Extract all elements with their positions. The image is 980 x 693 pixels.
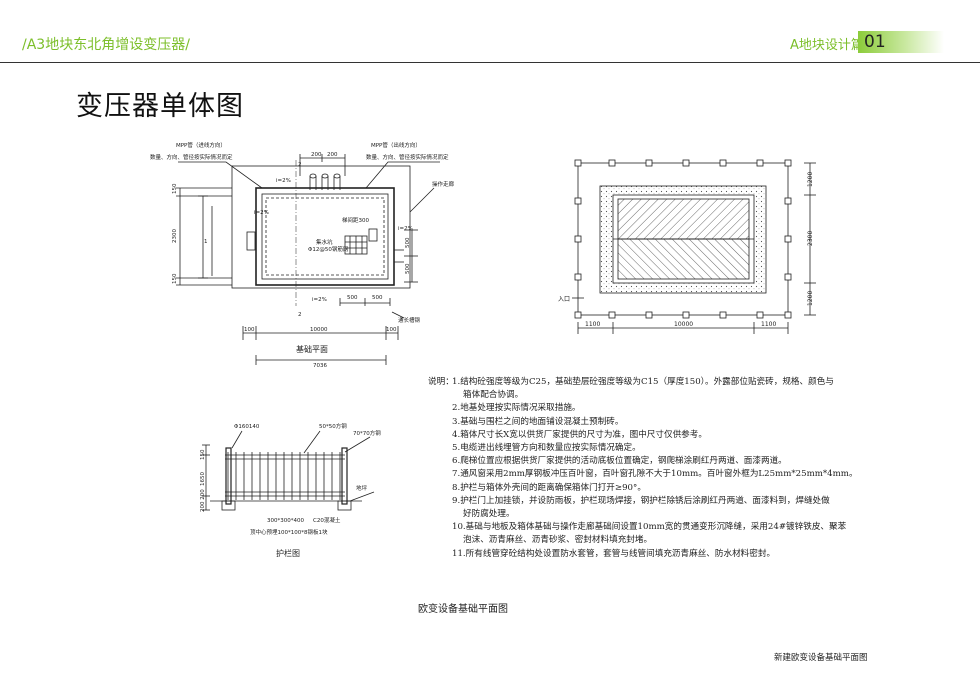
note-11: 11.所有线管穿砼结构处设置防水套管，套管与线管间填充沥青麻丝、防水材料密封。 [452, 548, 776, 559]
dim-100a: 100 [244, 327, 255, 333]
hatch-top [617, 198, 750, 240]
label-mpp-out: MPP管（出线方向） [371, 141, 421, 149]
label-mpp-in-note: 数量、方向、管径按实际情况而定 [150, 153, 233, 161]
side-inlet [246, 231, 256, 251]
note-2: 2.地基处理按实际情况采取措施。 [452, 403, 581, 414]
design-notes: 说明：1.结构砼强度等级为C25，基础垫层砼强度等级为C15（厚度150）。外露… [428, 376, 858, 561]
page-title: 变压器单体图 [76, 91, 244, 122]
dim-1100a: 1100 [585, 321, 600, 328]
box-pit [265, 197, 385, 276]
dim-200-200: 200 200 [200, 489, 206, 512]
note-10-cont: 泡沫、沥青麻丝、沥青砂浆、密封材料填充封堵。 [463, 535, 653, 546]
label-mesh: Φ12@50钢筋网 [308, 245, 349, 253]
label-1: 1 [204, 239, 208, 245]
label-entrance: 入口 [558, 296, 570, 303]
label-embed: 顶中心预埋100*100*8钢板1块 [250, 528, 328, 536]
dim-2-top: 2 [298, 162, 302, 168]
drawing-caption: 欧变设备基础平面图 [418, 604, 508, 615]
dim-500c: 500 [405, 237, 411, 248]
dim-2-bottom: 2 [298, 312, 302, 318]
dim-1650: 1650 [200, 472, 206, 486]
notes-lead: 说明： [428, 377, 454, 387]
dim-150: 150 [200, 449, 206, 460]
project-path: /A3地块东北角增设变压器/ [22, 37, 190, 53]
dim-200a: 200 [311, 152, 322, 158]
header-divider [0, 62, 980, 63]
dim-1200a: 1200 [807, 172, 814, 187]
slope-1: i=2% [276, 178, 291, 184]
page-number-badge: 01 [858, 31, 944, 53]
dim-10000-right: 10000 [674, 321, 693, 328]
dim-150b: 150 [172, 273, 178, 284]
label-70steel: 70*70方钢 [353, 429, 381, 437]
fence-posts [574, 159, 792, 319]
note-7: 7.通风窗采用2mm厚钢板冲压百叶窗，百叶窗孔隙不大于10mm。百叶窗外框为L2… [452, 469, 858, 480]
fence-plan-text: 1200 2300 1200 入口 1100 10000 1100 [558, 172, 814, 328]
label-c20: C20混凝土 [313, 516, 341, 524]
fence-elevation-text: Φ160140 50*50方钢 70*70方钢 150 1650 200 200… [200, 422, 381, 558]
label-foundation: 300*300*400 [267, 518, 304, 524]
slope-2: i=2% [254, 210, 269, 216]
note-9-cont: 好防腐处理。 [463, 509, 515, 520]
note-8: 8.护栏与箱体外壳间的距离确保箱体门打开≥90°。 [452, 482, 646, 493]
label-op-corridor: 操作走廊 [432, 180, 455, 188]
fence-caption: 护栏图 [276, 548, 300, 558]
fence-bars [227, 452, 341, 500]
fence-plan [572, 159, 816, 334]
dim-2300: 2300 [172, 229, 178, 243]
sump-mesh [344, 235, 368, 255]
note-1-cont: 箱体配合协调。 [463, 390, 524, 401]
dim-1200b: 1200 [807, 291, 814, 306]
label-mpp-in: MPP管（进线方向） [176, 141, 226, 149]
slope-3: i=2% [398, 226, 413, 232]
fence-elevation [202, 430, 375, 511]
dim-2300-right: 2300 [807, 231, 814, 246]
dim-500d: 500 [405, 263, 411, 274]
dim-10000: 10000 [310, 327, 328, 333]
ladder [368, 228, 378, 242]
dim-total: 7036 [313, 363, 327, 369]
foundation-plan-text: MPP管（进线方向） 数量、方向、管径按实际情况而定 MPP管（出线方向） 数量… [150, 141, 455, 369]
label-mpp-out-note: 数量、方向、管径按实际情况而定 [366, 153, 449, 161]
label-50steel: 50*50方钢 [319, 422, 347, 430]
foundation-plan [176, 154, 440, 365]
box-inner-wall [261, 193, 389, 280]
dim-100b: 100 [386, 327, 397, 333]
note-4: 4.箱体尺寸长X宽以供货厂家提供的尺寸为准，图中尺寸仅供参考。 [452, 429, 707, 440]
note-9: 9.护栏门上加挂锁，并设防雨板，护栏现场焊接，钢护栏除锈后涂刷红丹两道、面漆料到… [452, 495, 830, 506]
box-outer-wall [255, 187, 395, 286]
hatch-bottom [617, 238, 750, 280]
label-sump: 集水坑 [316, 238, 333, 246]
dim-200b: 200 [327, 152, 338, 158]
mpp-pipes [309, 173, 341, 190]
plan-caption: 基础平面 [296, 344, 328, 354]
note-6: 6.爬梯位置应根据供货厂家提供的活动底板位置确定，钢爬梯涂刷红丹两道、面漆两道。 [452, 456, 787, 467]
dim-1100b: 1100 [761, 321, 776, 328]
footer-title: 新建欧变设备基础平面图 [774, 653, 868, 663]
note-1: 1.结构砼强度等级为C25，基础垫层砼强度等级为C15（厚度150）。外露部位贴… [452, 377, 834, 387]
note-3: 3.基础与围栏之间的地面铺设混凝土预制砖。 [452, 416, 624, 427]
outer-slab [231, 165, 411, 289]
label-ladder: 梯间距300 [342, 216, 369, 224]
label-channel: 通长槽钢 [398, 316, 421, 324]
section-label: A地块设计篇 [790, 38, 864, 53]
page-number: 01 [864, 32, 886, 52]
label-ground: 地坪 [356, 484, 368, 492]
dim-150a: 150 [172, 183, 178, 194]
label-phi: Φ160140 [234, 424, 260, 430]
note-5: 5.电缆进出线埋管方向和数量应按实际情况确定。 [452, 443, 641, 454]
slope-4: i=2% [312, 297, 327, 303]
dim-500a: 500 [347, 295, 358, 301]
dim-500b: 500 [372, 295, 383, 301]
note-10: 10.基础与地板及箱体基础与操作走廊基础间设置10mm宽的贯通变形沉降缝，采用2… [452, 522, 847, 533]
